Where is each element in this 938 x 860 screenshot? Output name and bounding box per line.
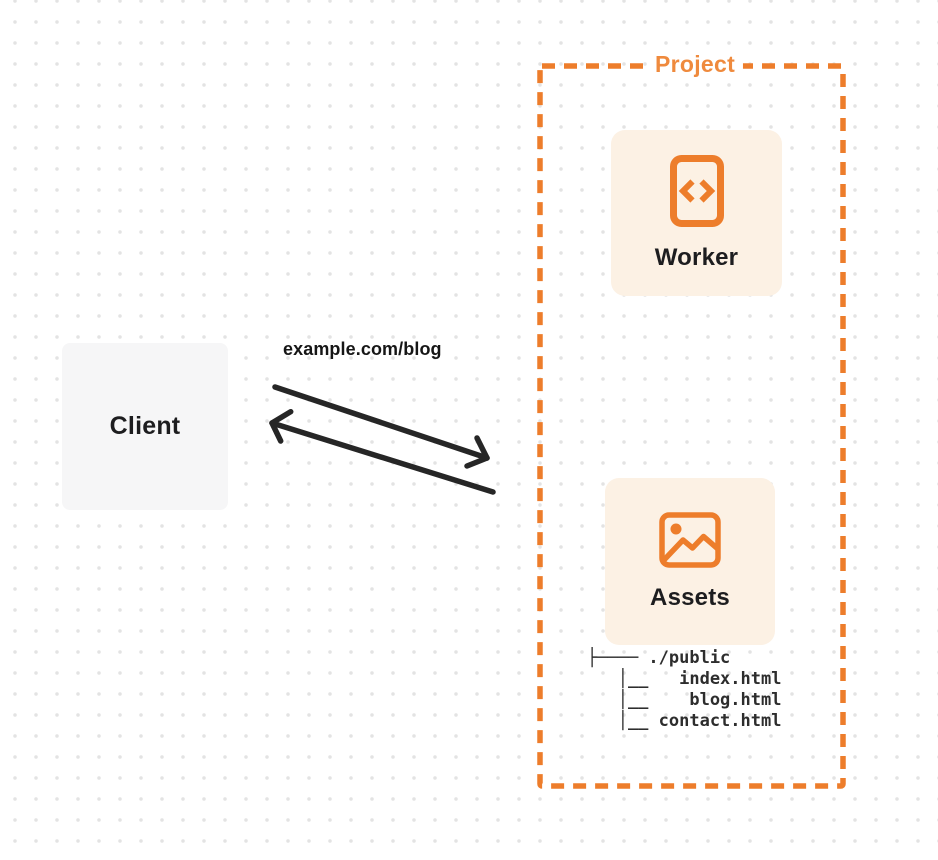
request-url-label: example.com/blog [283,339,442,359]
file-tree-root: ├──── ./public [587,648,731,668]
project-title: Project [646,51,744,78]
file-tree-item: │__ contact.html [587,711,782,731]
client-label: Client [109,412,181,440]
code-document-icon [669,154,724,227]
assets-node: Assets [605,478,775,645]
worker-node: Worker [611,130,782,296]
project-boundary [537,63,846,789]
file-tree-item: │__ index.html [587,669,782,689]
response-arrow [269,408,496,495]
request-arrow [272,384,490,469]
worker-label: Worker [654,243,739,271]
assets-label: Assets [650,583,730,611]
file-tree-item: │__ blog.html [587,690,782,710]
image-icon [659,511,721,568]
client-node: Client [62,343,228,510]
assets-file-tree: ├──── ./public │__ index.html │__ blog.h… [587,648,781,732]
request-response-arrows [269,384,496,495]
